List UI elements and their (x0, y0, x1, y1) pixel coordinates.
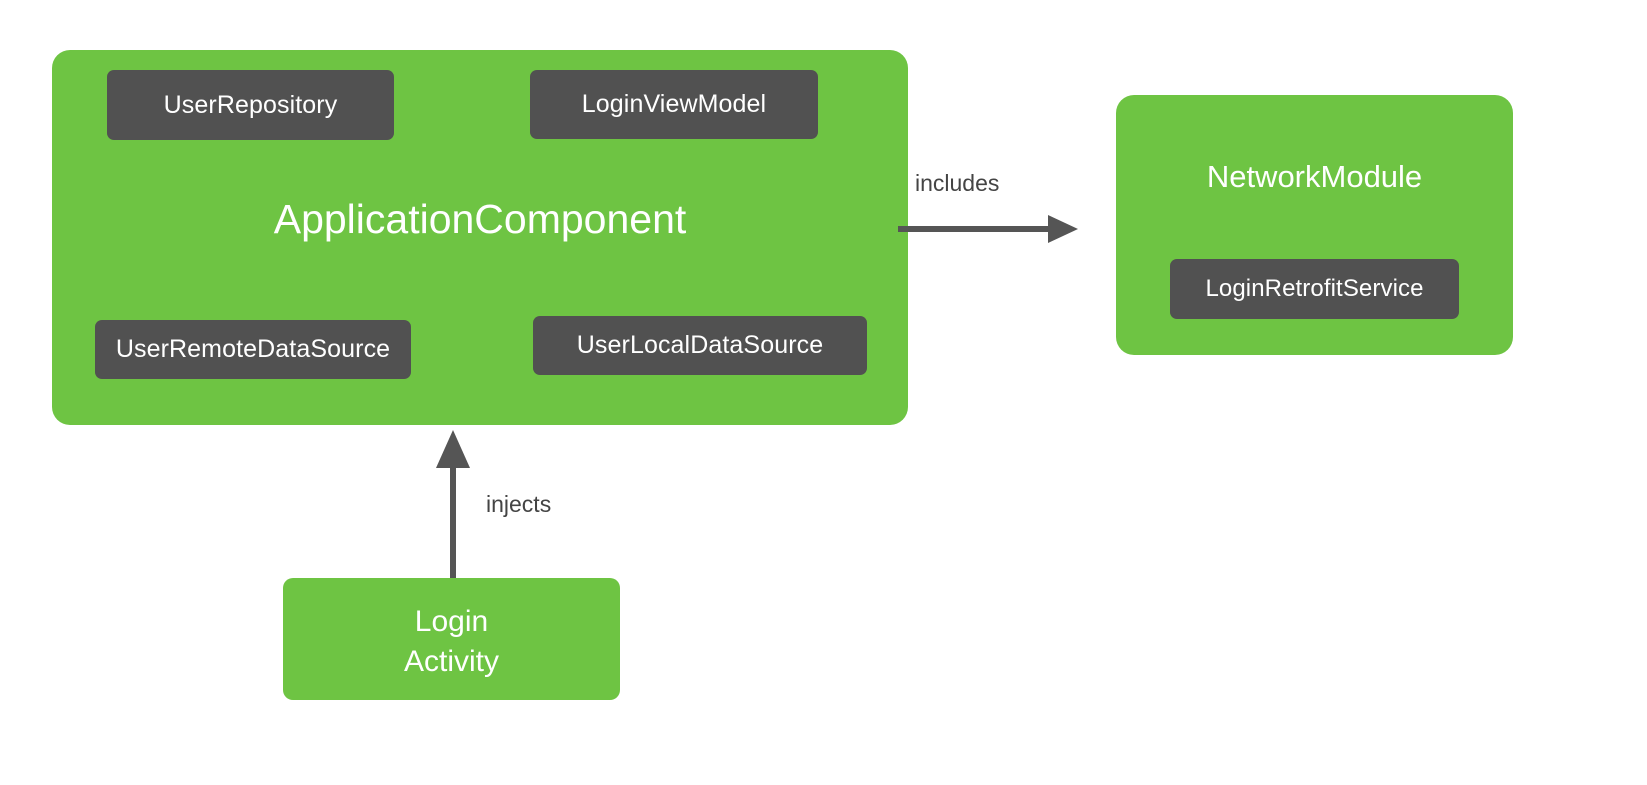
module-title-application-component: ApplicationComponent (273, 196, 687, 242)
edge-label-includes: includes (915, 170, 1000, 196)
module-title-network-module: NetworkModule (1206, 159, 1423, 194)
edge-label-injects: injects (486, 491, 552, 517)
edge-arrow-includes (898, 215, 1078, 243)
chip-label: UserRemoteDataSource (115, 335, 391, 363)
chip-user-repository[interactable]: UserRepository (107, 70, 394, 140)
module-title-login-activity-line1: Login (414, 605, 489, 638)
edge-arrow-injects (436, 430, 470, 578)
chip-label: UserRepository (163, 90, 338, 119)
chip-login-view-model[interactable]: LoginViewModel (530, 70, 818, 139)
chip-label: UserLocalDataSource (576, 331, 824, 359)
chip-label: LoginViewModel (581, 90, 767, 118)
chip-login-retrofit-service[interactable]: LoginRetrofitService (1170, 259, 1459, 319)
module-title-login-activity: Login Activity (283, 602, 620, 681)
chip-label: LoginRetrofitService (1205, 275, 1424, 302)
module-login-activity[interactable] (283, 578, 620, 700)
module-title-login-activity-line2: Activity (403, 644, 499, 678)
chip-user-remote-data-source[interactable]: UserRemoteDataSource (95, 320, 411, 379)
chip-user-local-data-source[interactable]: UserLocalDataSource (533, 316, 867, 375)
